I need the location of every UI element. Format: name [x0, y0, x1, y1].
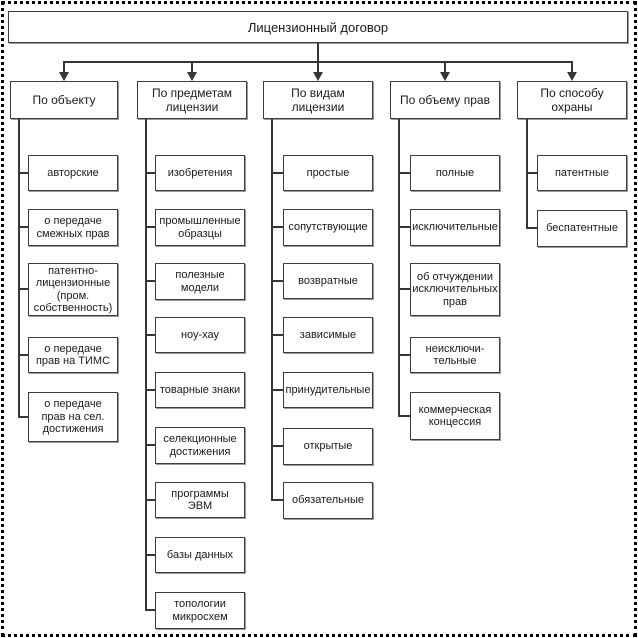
arrow-down-icon	[59, 72, 69, 81]
leaf-node: полезные модели	[155, 263, 245, 300]
connector-stub	[145, 444, 155, 446]
arrow-down-icon	[567, 72, 577, 81]
leaf-node: товарные знаки	[155, 372, 245, 408]
connector-stub	[18, 226, 28, 228]
category-node-by-protection-method: По способу охраны	[517, 81, 627, 119]
leaf-node: промышленные образцы	[155, 209, 245, 246]
connector-stub	[398, 288, 410, 290]
connector-stub	[271, 334, 283, 336]
connector-stub	[145, 609, 155, 611]
category-node-by-license-type: По видам лицензии	[263, 81, 373, 119]
connector-trunk	[145, 119, 147, 611]
connector-stub	[18, 288, 28, 290]
connector-trunk	[271, 119, 273, 501]
connector-drop	[444, 61, 446, 73]
connector-stub	[145, 280, 155, 282]
category-node-by-object: По объекту	[10, 81, 118, 119]
connector-stub	[145, 334, 155, 336]
connector-drop	[571, 61, 573, 73]
connector-stub	[398, 172, 410, 174]
connector-stub	[145, 172, 155, 174]
leaf-node: программы ЭВМ	[155, 482, 245, 518]
leaf-node: обязательные	[283, 482, 373, 519]
connector-stub	[398, 226, 410, 228]
category-node-by-subject: По предметам лицензии	[137, 81, 247, 119]
leaf-node: полные	[410, 155, 500, 191]
connector-stub	[145, 389, 155, 391]
category-node-by-scope-of-rights: По объему прав	[390, 81, 500, 119]
connector-stub	[18, 416, 28, 418]
connector-stub	[18, 354, 28, 356]
connector-stub	[271, 280, 283, 282]
connector-stub	[271, 172, 283, 174]
connector-stub	[145, 226, 155, 228]
leaf-node: топологии микросхем	[155, 592, 245, 629]
connector-stub	[271, 389, 283, 391]
leaf-node: изобретения	[155, 155, 245, 191]
leaf-node: патентно-лицензионные (пром. собственнос…	[28, 263, 118, 316]
leaf-node: о передаче прав на ТИМС	[28, 337, 118, 373]
leaf-node: открытые	[283, 428, 373, 465]
connector-stub	[145, 499, 155, 501]
connector-trunk	[526, 119, 528, 229]
leaf-node: о передаче смежных прав	[28, 209, 118, 246]
connector-stub	[271, 499, 283, 501]
leaf-node: патентные	[537, 155, 627, 191]
leaf-node: зависимые	[283, 317, 373, 353]
connector-trunk	[18, 119, 20, 418]
connector-stub	[18, 172, 28, 174]
leaf-node: исключительные	[410, 209, 500, 246]
leaf-node: ноу-хау	[155, 317, 245, 353]
connector-stub	[526, 172, 537, 174]
leaf-node: сопутствующие	[283, 209, 373, 246]
connector-stub	[526, 227, 537, 229]
connector-stub	[398, 354, 410, 356]
leaf-node: возвратные	[283, 263, 373, 299]
connector-stub	[271, 226, 283, 228]
leaf-node: о передаче прав на сел. достижения	[28, 392, 118, 442]
leaf-node: об отчуждении исключительных прав	[410, 263, 500, 316]
leaf-node: коммерческая концессия	[410, 392, 500, 440]
connector-drop	[191, 61, 193, 73]
arrow-down-icon	[187, 72, 197, 81]
leaf-node: принудительные	[283, 372, 373, 408]
leaf-node: авторские	[28, 155, 118, 191]
leaf-node: неисключи-тельные	[410, 337, 500, 373]
connector-stub	[398, 415, 410, 417]
connector-root-drop	[317, 43, 319, 62]
connector-trunk	[398, 119, 400, 417]
leaf-node: базы данных	[155, 537, 245, 573]
connector-drop	[63, 61, 65, 73]
arrow-down-icon	[440, 72, 450, 81]
root-node-license-agreement: Лицензионный договор	[8, 11, 628, 43]
leaf-node: селекционные достижения	[155, 427, 245, 464]
connector-drop	[317, 61, 319, 73]
connector-stub	[271, 445, 283, 447]
connector-stub	[145, 554, 155, 556]
leaf-node: беспатентные	[537, 210, 627, 247]
leaf-node: простые	[283, 155, 373, 191]
arrow-down-icon	[313, 72, 323, 81]
